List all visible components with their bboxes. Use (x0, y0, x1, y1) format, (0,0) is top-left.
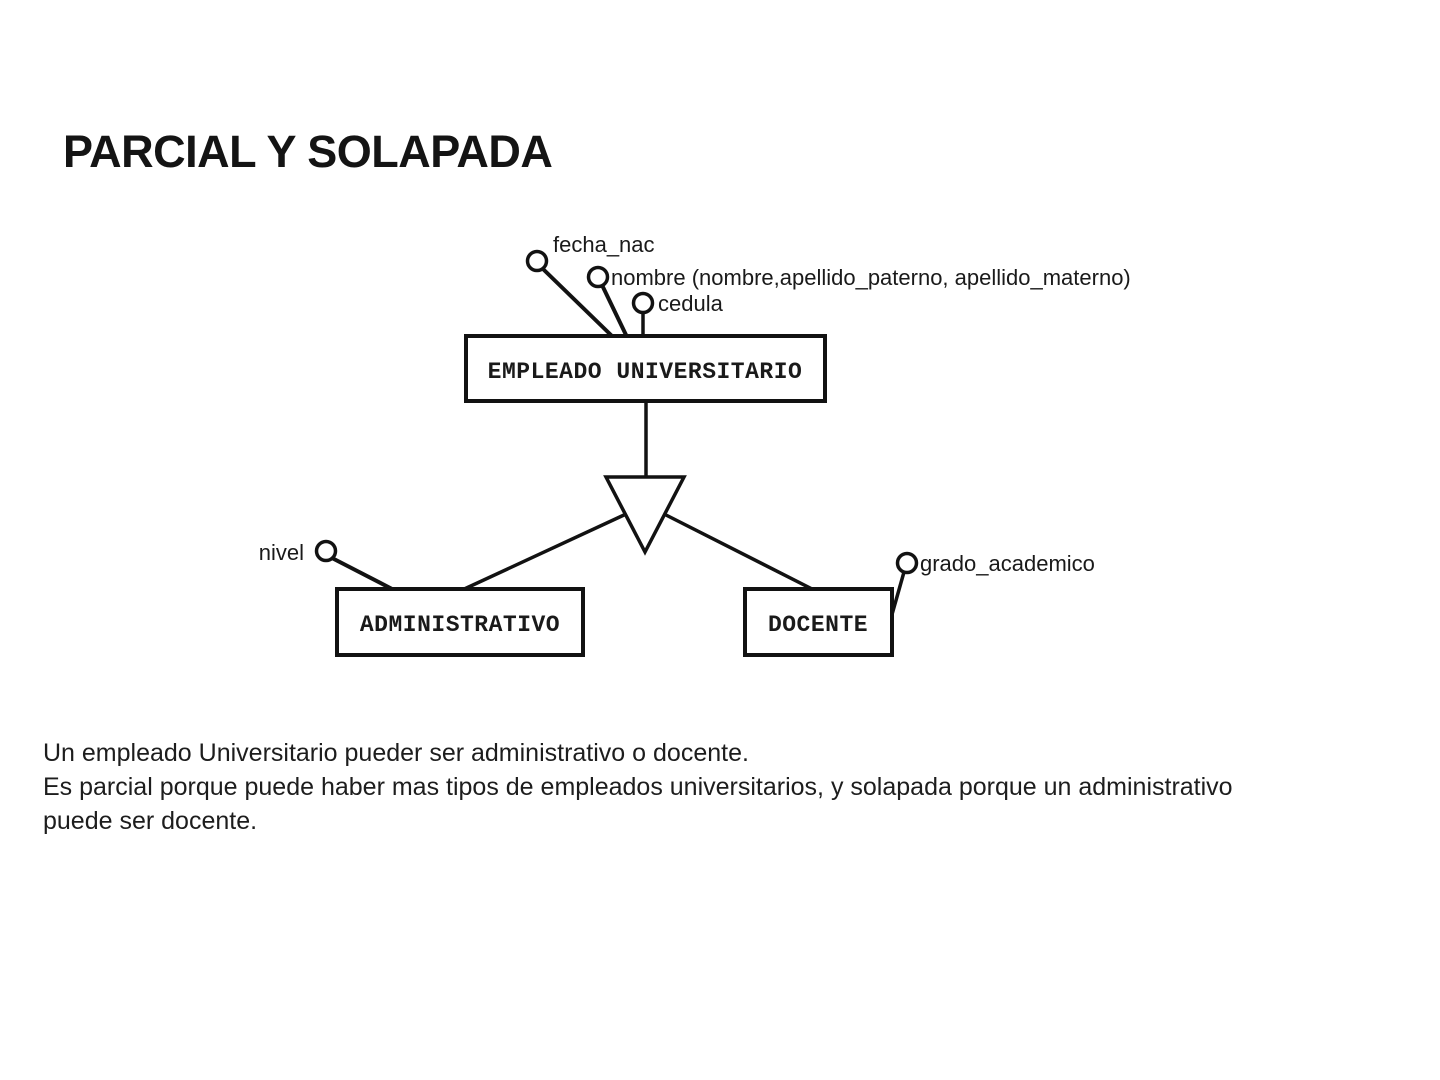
connector-nivel (331, 556, 395, 592)
attribute-circle-cedula (631, 291, 655, 315)
description-line-1: Un empleado Universitario pueder ser adm… (43, 739, 749, 767)
entity-box-docente (743, 587, 894, 657)
attribute-circle-nombre (586, 265, 610, 289)
attribute-circle-grado-academico (895, 551, 919, 575)
entity-label-administrativo: ADMINISTRATIVO (360, 612, 560, 638)
attribute-label-fecha-nac: fecha_nac (553, 232, 655, 257)
connector-triangle-to-administrativo (459, 513, 625, 593)
specialization-triangle-icon (603, 475, 687, 556)
attribute-circle-nivel (314, 539, 338, 563)
connector-fecha-nac (541, 267, 615, 339)
attribute-circle-fecha-nac (525, 249, 549, 273)
entity-label-docente: DOCENTE (768, 612, 868, 638)
description-text: Un empleado Universitario pueder ser adm… (43, 736, 1413, 838)
connector-nombre (600, 284, 629, 338)
attribute-label-cedula: cedula (658, 291, 724, 316)
attribute-label-grado-academico: grado_academico (920, 551, 1095, 576)
attribute-label-nivel: nivel (259, 540, 304, 565)
description-line-3: puede ser docente. (43, 807, 258, 835)
entity-box-administrativo (335, 587, 585, 657)
description-line-2: Es parcial porque puede haber mas tipos … (43, 773, 1233, 801)
attribute-label-nombre: nombre (nombre,apellido_paterno, apellid… (611, 265, 1131, 290)
connector-triangle-to-docente (665, 513, 817, 593)
entity-label-empleado-universitario: EMPLEADO UNIVERSITARIO (488, 359, 803, 385)
page-title: PARCIAL Y SOLAPADA (63, 126, 553, 177)
